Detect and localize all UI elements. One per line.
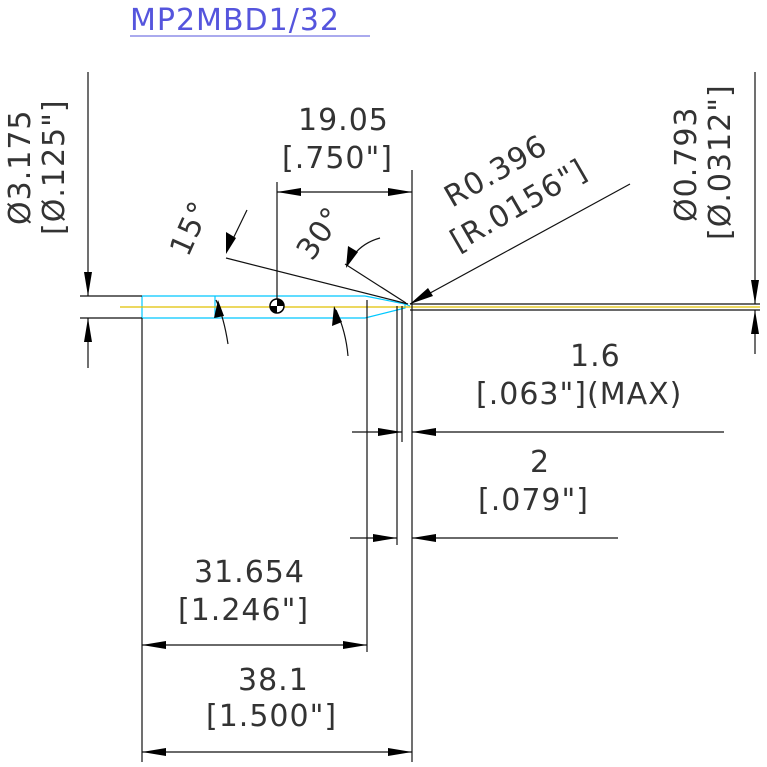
length-38-in: [1.500"] [206, 699, 337, 734]
length-19-in: [.750"] [282, 141, 393, 176]
length-31-mm: 31.654 [194, 555, 305, 590]
shank-diameter-dim: Ø3.175 [Ø.125"] [3, 72, 92, 368]
length-31-dim: 31.654 [1.246"] [142, 555, 367, 649]
drawing-title: MP2MBD1/32 [130, 3, 340, 38]
length-1-6-mm: 1.6 [570, 339, 621, 374]
length-31-in: [1.246"] [178, 593, 309, 628]
radius-dim: R0.396 [R.0156"] [409, 128, 631, 305]
length-2-in: [.079"] [478, 483, 589, 518]
tip-dia-mm: Ø0.793 [669, 107, 704, 223]
length-1-6-in: [.063"](MAX) [476, 377, 682, 412]
angle-15-dim: 15° [163, 196, 409, 345]
shank-dia-in: [Ø.125"] [37, 99, 72, 235]
length-2-dim: 2 [.079"] [350, 445, 618, 542]
length-38-mm: 38.1 [238, 663, 309, 698]
outline-lines [80, 170, 760, 762]
length-38-dim: 38.1 [1.500"] [142, 663, 412, 756]
angle-15-label: 15° [163, 196, 218, 262]
length-2-mm: 2 [530, 445, 550, 480]
angle-30-label: 30° [290, 200, 351, 266]
tip-diameter-dim: Ø0.793 [Ø.0312"] [669, 72, 759, 354]
length-1-6-dim: 1.6 [.063"](MAX) [352, 339, 724, 436]
tip-dia-in: [Ø.0312"] [703, 84, 738, 240]
length-19-dim: 19.05 [.750"] [269, 103, 412, 314]
length-19-mm: 19.05 [298, 103, 389, 138]
shank-dia-mm: Ø3.175 [3, 110, 38, 226]
